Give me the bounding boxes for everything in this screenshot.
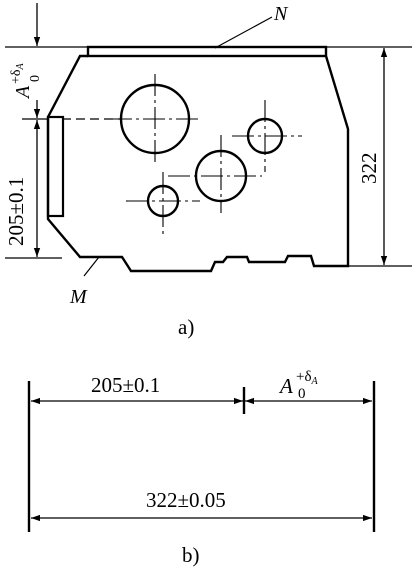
part-outline [46,54,350,273]
dimension-chain: 205±0.1 A +δA 0 322±0.05 b) [27,369,376,567]
dim-a-text: A +δA 0 [278,369,319,402]
svg-text:0: 0 [28,75,43,82]
side-slot [46,115,65,218]
svg-text:A: A [278,374,293,398]
svg-text:0: 0 [298,386,306,402]
caption-a: a) [178,315,194,339]
label-m: M [69,286,88,308]
part-drawing: N M A +δA 0 205±0.1 322 a) [4,3,412,339]
svg-text:205±0.1: 205±0.1 [4,177,28,246]
dim-a-label-vertical: A +δA 0 [9,63,43,101]
hole-centerlines [110,74,302,235]
caption-b: b) [182,543,200,567]
dim-322-label: 322 [357,153,381,185]
label-n: N [273,3,289,25]
svg-text:322: 322 [357,153,381,185]
dim-205-label: 205±0.1 [4,177,28,246]
top-face-n [86,45,328,58]
dim-322-text: 322±0.05 [146,488,226,512]
svg-text:+δA: +δA [296,369,319,387]
dim-205-text: 205±0.1 [91,373,160,397]
svg-text:+δA: +δA [9,63,26,85]
svg-text:A: A [12,85,34,100]
leader-n [214,16,273,49]
leader-m [83,256,100,277]
